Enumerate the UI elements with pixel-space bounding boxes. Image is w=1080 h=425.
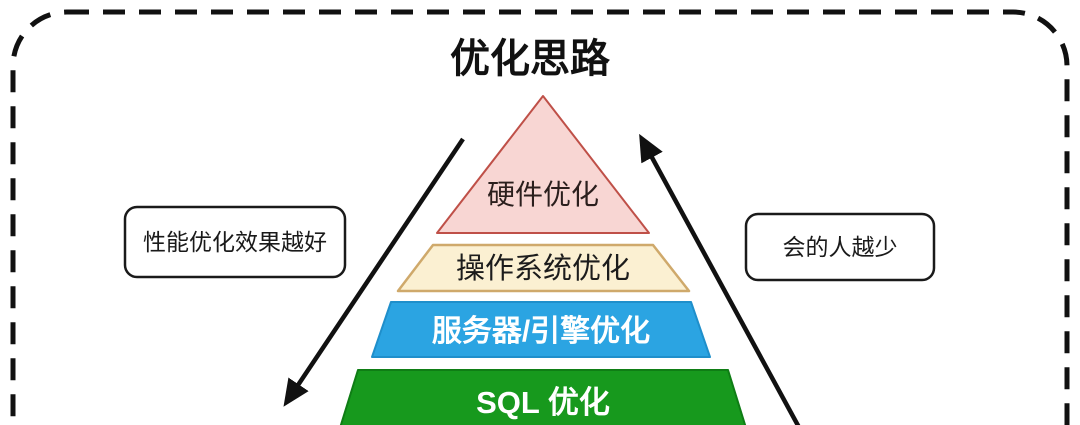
pyramid-level-server-engine	[371, 301, 711, 358]
up-right-arrow-icon	[639, 133, 801, 425]
diagram-title: 优化思路	[450, 37, 611, 81]
pyramid-level-sql	[339, 369, 747, 425]
dashed-card-border	[10, 9, 1070, 425]
pyramid-level-os-label: 操作系统优化	[456, 252, 630, 285]
pyramid-level-sql-label: SQL 优化	[476, 385, 610, 420]
right-label-text: 会的人越少	[783, 234, 898, 260]
pyramid-level-hardware	[436, 95, 650, 234]
left-label-box	[123, 205, 347, 279]
down-left-arrow-icon	[283, 137, 465, 407]
pyramid-level-os	[396, 243, 691, 293]
right-label-box	[744, 212, 936, 282]
pyramid-level-server-engine-label: 服务器/引擎优化	[432, 315, 650, 348]
left-label-text: 性能优化效果越好	[143, 229, 327, 255]
pyramid-level-hardware-label: 硬件优化	[487, 179, 599, 210]
